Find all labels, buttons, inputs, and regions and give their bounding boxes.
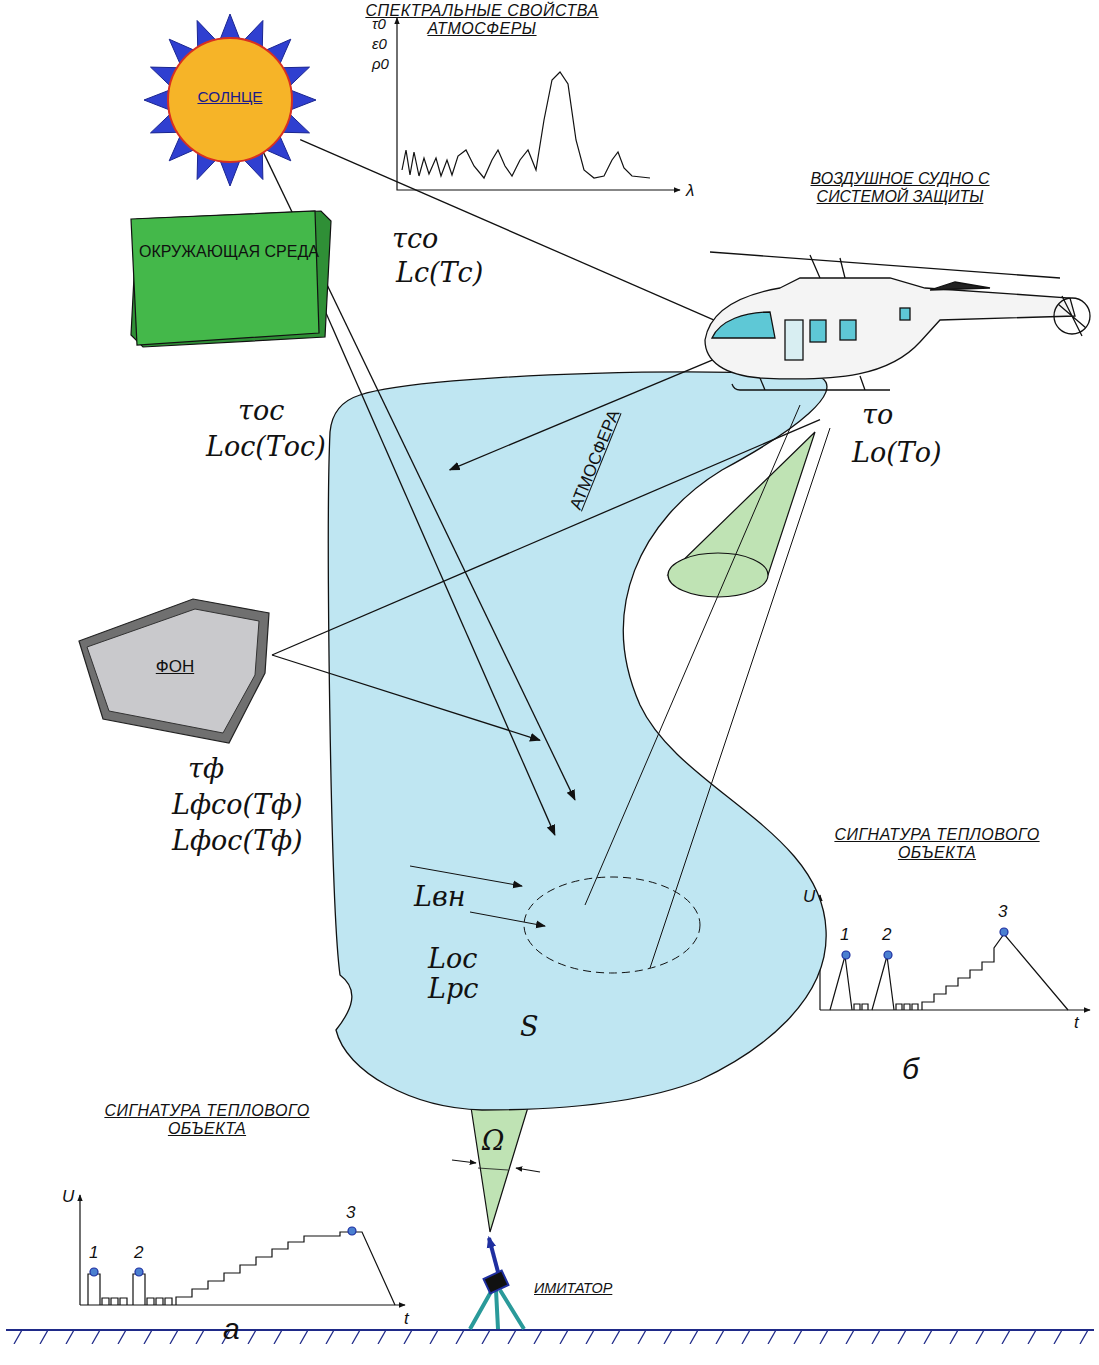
quantity-symbol: Lос bbox=[428, 944, 477, 974]
quantity-symbol: S bbox=[520, 1012, 539, 1042]
main-rotor bbox=[710, 252, 1060, 278]
emission-arrow bbox=[489, 1238, 498, 1272]
sun-circle: СОЛНЦЕ bbox=[140, 10, 320, 190]
node-label: СОЛНЦЕ bbox=[140, 88, 320, 106]
axis-label: ρ0 bbox=[372, 56, 389, 73]
quantity-symbol: Lвн bbox=[414, 882, 465, 912]
aircraft-node: ВОЗДУШНОЕ СУДНО С СИСТЕМОЙ ЗАЩИТЫ bbox=[690, 170, 1090, 430]
helicopter bbox=[705, 252, 1090, 390]
cockpit-window bbox=[712, 312, 775, 338]
axis-label: 2 bbox=[882, 926, 891, 945]
node-label: ОКРУЖАЮЩАЯ СРЕДА bbox=[139, 243, 319, 261]
env-side bbox=[131, 211, 331, 347]
tripod bbox=[470, 1290, 524, 1329]
chart-heading: СИГНАТУРА ТЕПЛОВОГО ОБЪЕКТА bbox=[92, 1102, 322, 1137]
quantity-symbol: Lос(Tос) bbox=[206, 432, 326, 462]
rotor-mast bbox=[810, 255, 845, 278]
axis-label: 1 bbox=[840, 926, 849, 945]
env-shape bbox=[125, 205, 335, 350]
engine-intake bbox=[930, 282, 990, 290]
chart-axes bbox=[397, 20, 680, 190]
env-face bbox=[131, 211, 319, 345]
axis-label: ε0 bbox=[372, 36, 387, 53]
axis-label: t bbox=[1074, 1014, 1079, 1033]
quantity-symbol: τф bbox=[188, 754, 224, 784]
node-label: ФОН bbox=[115, 657, 235, 677]
axis-label: 3 bbox=[998, 903, 1007, 922]
spectrum-curve bbox=[402, 72, 650, 178]
quantity-symbol: Lо(Tо) bbox=[852, 438, 942, 468]
window bbox=[900, 308, 910, 320]
fuselage bbox=[705, 278, 1075, 379]
axis-label: t bbox=[404, 1310, 409, 1329]
signature-chart-a bbox=[80, 1195, 405, 1305]
quantity-symbol: Lс(Tс) bbox=[396, 258, 483, 288]
node-label: ИМИТАТОР bbox=[534, 1280, 614, 1297]
axis-label: 2 bbox=[134, 1244, 143, 1263]
axis-label: U bbox=[62, 1188, 74, 1207]
ray-arrow bbox=[300, 140, 760, 340]
fon-face bbox=[87, 609, 259, 733]
quantity-symbol: Lрс bbox=[428, 974, 478, 1004]
signature-chart-b bbox=[820, 895, 1090, 1010]
axis-label: 1 bbox=[89, 1244, 98, 1263]
quantity-symbol: Ω bbox=[482, 1126, 504, 1156]
axis-label: τ0 bbox=[372, 16, 386, 33]
tail-blades bbox=[1058, 296, 1086, 336]
heli-shape bbox=[690, 170, 1090, 430]
door bbox=[785, 320, 803, 360]
imitator-node: ИМИТАТОР bbox=[430, 1262, 605, 1330]
axis-label: 3 bbox=[346, 1204, 355, 1223]
ground bbox=[6, 1330, 1094, 1344]
environment-box: ОКРУЖАЮЩАЯ СРЕДА bbox=[125, 205, 335, 350]
quantity-symbol: τос bbox=[238, 396, 284, 426]
axis-label: U bbox=[803, 888, 815, 907]
fon-edge bbox=[79, 599, 269, 743]
chart-heading: СИГНАТУРА ТЕПЛОВОГО ОБЪЕКТА bbox=[822, 826, 1052, 861]
spectrum-chart bbox=[397, 18, 680, 190]
axis-label: а bbox=[223, 1312, 240, 1345]
quantity-symbol: τсо bbox=[392, 224, 438, 254]
quantity-symbol: Lфос(Tф) bbox=[172, 826, 303, 856]
axis-label: б bbox=[902, 1052, 919, 1085]
background-shape: ФОН bbox=[75, 595, 275, 745]
node-label: ВОЗДУШНОЕ СУДНО С СИСТЕМОЙ ЗАЩИТЫ bbox=[790, 170, 1010, 207]
window bbox=[840, 320, 856, 340]
quantity-symbol: τо bbox=[862, 400, 893, 430]
quantity-symbol: Lфсо(Tф) bbox=[172, 790, 303, 820]
axis-label: λ bbox=[686, 182, 694, 201]
imitator-device bbox=[484, 1271, 509, 1294]
window bbox=[810, 320, 826, 342]
